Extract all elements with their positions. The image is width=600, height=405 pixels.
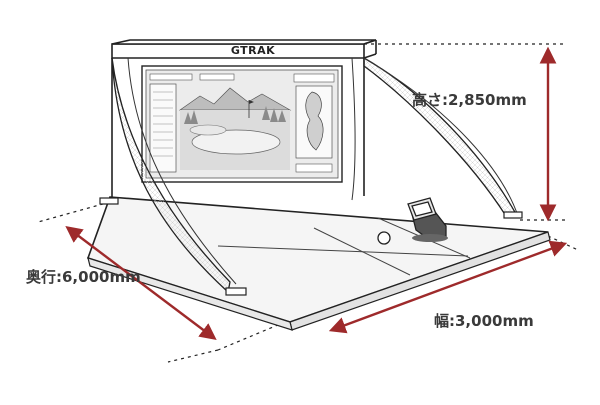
brand-logo-text: GTRAK: [230, 44, 276, 57]
golf-ball: [377, 231, 391, 245]
width-label: 幅:3,000mm: [434, 312, 534, 330]
depth-label: 奥行:6,000mm: [26, 268, 141, 286]
impact-screen: [141, 65, 343, 183]
depth-arrow: [65, 225, 217, 341]
side-netting: [111, 56, 519, 294]
enclosure-frame: [111, 39, 377, 200]
height-label: 高さ:2,850mm: [412, 91, 527, 109]
frame-feet: [99, 197, 523, 296]
dimension-arrows: [65, 46, 568, 341]
launch-monitor: [407, 197, 448, 242]
width-arrow: [328, 240, 568, 334]
